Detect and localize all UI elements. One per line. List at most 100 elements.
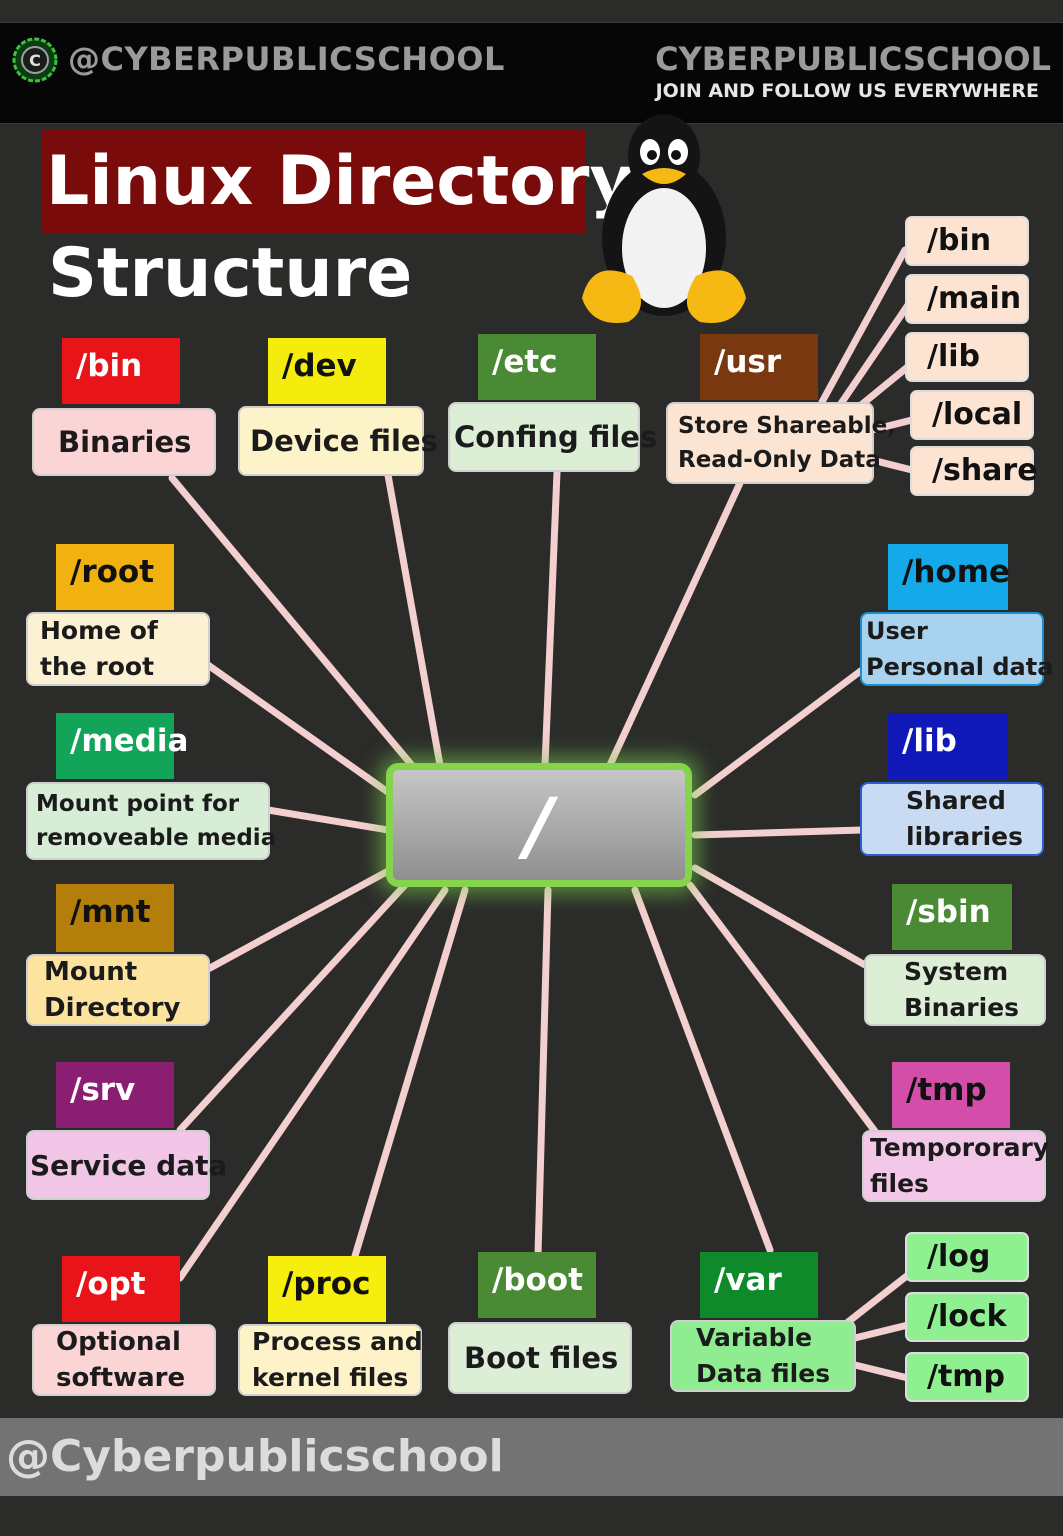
usr-child-lib: /lib: [905, 332, 1029, 382]
dir-home-label: /home: [888, 544, 1010, 610]
var-child-log: /log: [905, 1232, 1029, 1282]
usr-child-main: /main: [905, 274, 1029, 324]
connector-usr-share: [868, 456, 916, 474]
dir-sbin-label: /sbin: [892, 884, 1012, 950]
dir-tmp-desc-line-2: files: [870, 1169, 929, 1198]
dir-usr-label: /usr: [700, 334, 818, 400]
connector-var-log: [844, 1271, 912, 1326]
connector-var-tmp: [851, 1361, 912, 1382]
dir-sbin-desc-line-2: Binaries: [904, 993, 1020, 1022]
dir-etc-label: /etc: [478, 334, 596, 400]
dir-srv-description: Service data: [26, 1130, 227, 1200]
dir-etc-description: Confing files: [448, 402, 657, 472]
connector-usr-main: [836, 301, 912, 409]
connector-usr: [606, 479, 744, 769]
dir-home-desc-line-1: User: [866, 617, 928, 645]
connector-boot: [534, 886, 552, 1259]
dir-sbin-desc-line-1: System: [904, 957, 1009, 986]
dir-srv-label: /srv: [56, 1062, 174, 1128]
root-directory-node: /: [386, 763, 692, 887]
connector-opt: [176, 886, 449, 1282]
dir-root-description: Home of the root: [26, 612, 210, 686]
dir-proc-desc-line-1: Process and: [252, 1327, 423, 1356]
dir-tmp-label: /tmp: [892, 1062, 1010, 1128]
dir-mnt-desc-line-2: Directory: [44, 993, 181, 1023]
dir-home-desc-line-2: Personal data: [866, 653, 1054, 681]
dir-bin-description: Binaries: [32, 408, 216, 476]
dir-root-desc-line-2: the root: [40, 652, 155, 681]
dir-lib-label: /lib: [888, 713, 1008, 779]
dir-bin-desc-line: Binaries: [58, 425, 192, 459]
logo-letter: C: [29, 51, 41, 70]
var-child-lock: /lock: [905, 1292, 1029, 1342]
dir-tmp-desc-line-1: Tempororary: [870, 1133, 1050, 1162]
tux-penguin-icon: [582, 114, 746, 323]
dir-media-desc-line-1: Mount point for: [36, 791, 240, 817]
dir-proc-label: /proc: [268, 1256, 386, 1322]
header-tagline: JOIN AND FOLLOW US EVERYWHERE: [655, 80, 1039, 102]
connector-dev: [384, 471, 444, 769]
dir-dev-label: /dev: [268, 338, 386, 404]
connector-usr-bin: [818, 246, 909, 406]
connector-proc: [351, 886, 469, 1260]
dir-etc-desc-line: Confing files: [454, 420, 658, 454]
dir-usr-desc-line-2: Read-Only Data: [678, 447, 881, 473]
dir-usr-desc-line-1: Store Shareable,: [678, 413, 896, 439]
dir-boot-label: /boot: [478, 1252, 596, 1318]
header-brand: CYBERPUBLICSCHOOL: [655, 40, 1051, 78]
connector-media: [264, 806, 392, 834]
dir-opt-label: /opt: [62, 1256, 180, 1322]
usr-child-local: /local: [910, 390, 1034, 440]
dir-lib-description: Shared libraries: [860, 782, 1044, 856]
root-directory-label: /: [525, 780, 553, 870]
dir-srv-desc-line: Service data: [30, 1148, 228, 1182]
dir-mnt-desc-line-1: Mount: [44, 957, 138, 987]
var-child-tmp: /tmp: [905, 1352, 1029, 1402]
usr-child-bin: /bin: [905, 216, 1029, 266]
dir-usr-description: Store Shareable, Read-Only Data: [666, 402, 896, 484]
dir-lib-desc-line-2: libraries: [906, 822, 1023, 851]
connector-etc: [541, 468, 561, 769]
dir-tmp-description: Tempororary files: [862, 1130, 1050, 1202]
connector-tmp: [686, 881, 884, 1142]
dir-var-desc-line-1: Variable: [696, 1323, 813, 1352]
dir-bin-label: /bin: [62, 338, 180, 404]
dir-mnt-label: /mnt: [56, 884, 174, 952]
dir-var-desc-line-2: Data files: [696, 1359, 831, 1388]
connector-var: [631, 886, 774, 1254]
connector-mnt: [206, 866, 394, 972]
usr-child-share: /share: [910, 446, 1038, 496]
connector-usr-local: [868, 416, 916, 434]
connector-home: [691, 666, 866, 799]
dir-media-desc-line-2: removeable media: [36, 825, 277, 851]
title-line-1: Linux Directory: [42, 130, 634, 234]
dir-dev-desc-line: Device files: [250, 424, 438, 458]
dir-boot-desc-line: Boot files: [464, 1341, 619, 1375]
connector-lib: [691, 826, 866, 839]
connector-sbin: [691, 864, 869, 969]
dir-media-label: /media: [56, 713, 188, 779]
dir-var-label: /var: [700, 1252, 818, 1318]
dir-opt-desc-line-1: Optional: [56, 1327, 181, 1357]
connector-var-lock: [851, 1321, 912, 1342]
dir-media-description: Mount point for removeable media: [26, 782, 276, 860]
dir-lib-desc-line-1: Shared: [906, 786, 1006, 815]
dir-dev-description: Device files: [238, 406, 438, 476]
footer-handle: @Cyberpublicschool: [0, 1418, 1063, 1496]
title-line-2: Structure: [48, 234, 413, 313]
header-bar: [0, 22, 1063, 124]
header-handle: @CYBERPUBLICSCHOOL: [68, 40, 505, 78]
dir-boot-description: Boot files: [448, 1322, 632, 1394]
connector-bin: [168, 474, 424, 779]
connector-srv: [176, 881, 409, 1134]
dir-root-desc-line-1: Home of: [40, 616, 158, 645]
connector-root: [204, 661, 396, 799]
dir-root-label: /root: [56, 544, 174, 610]
cyberpublicschool-logo-icon: C: [12, 37, 58, 83]
